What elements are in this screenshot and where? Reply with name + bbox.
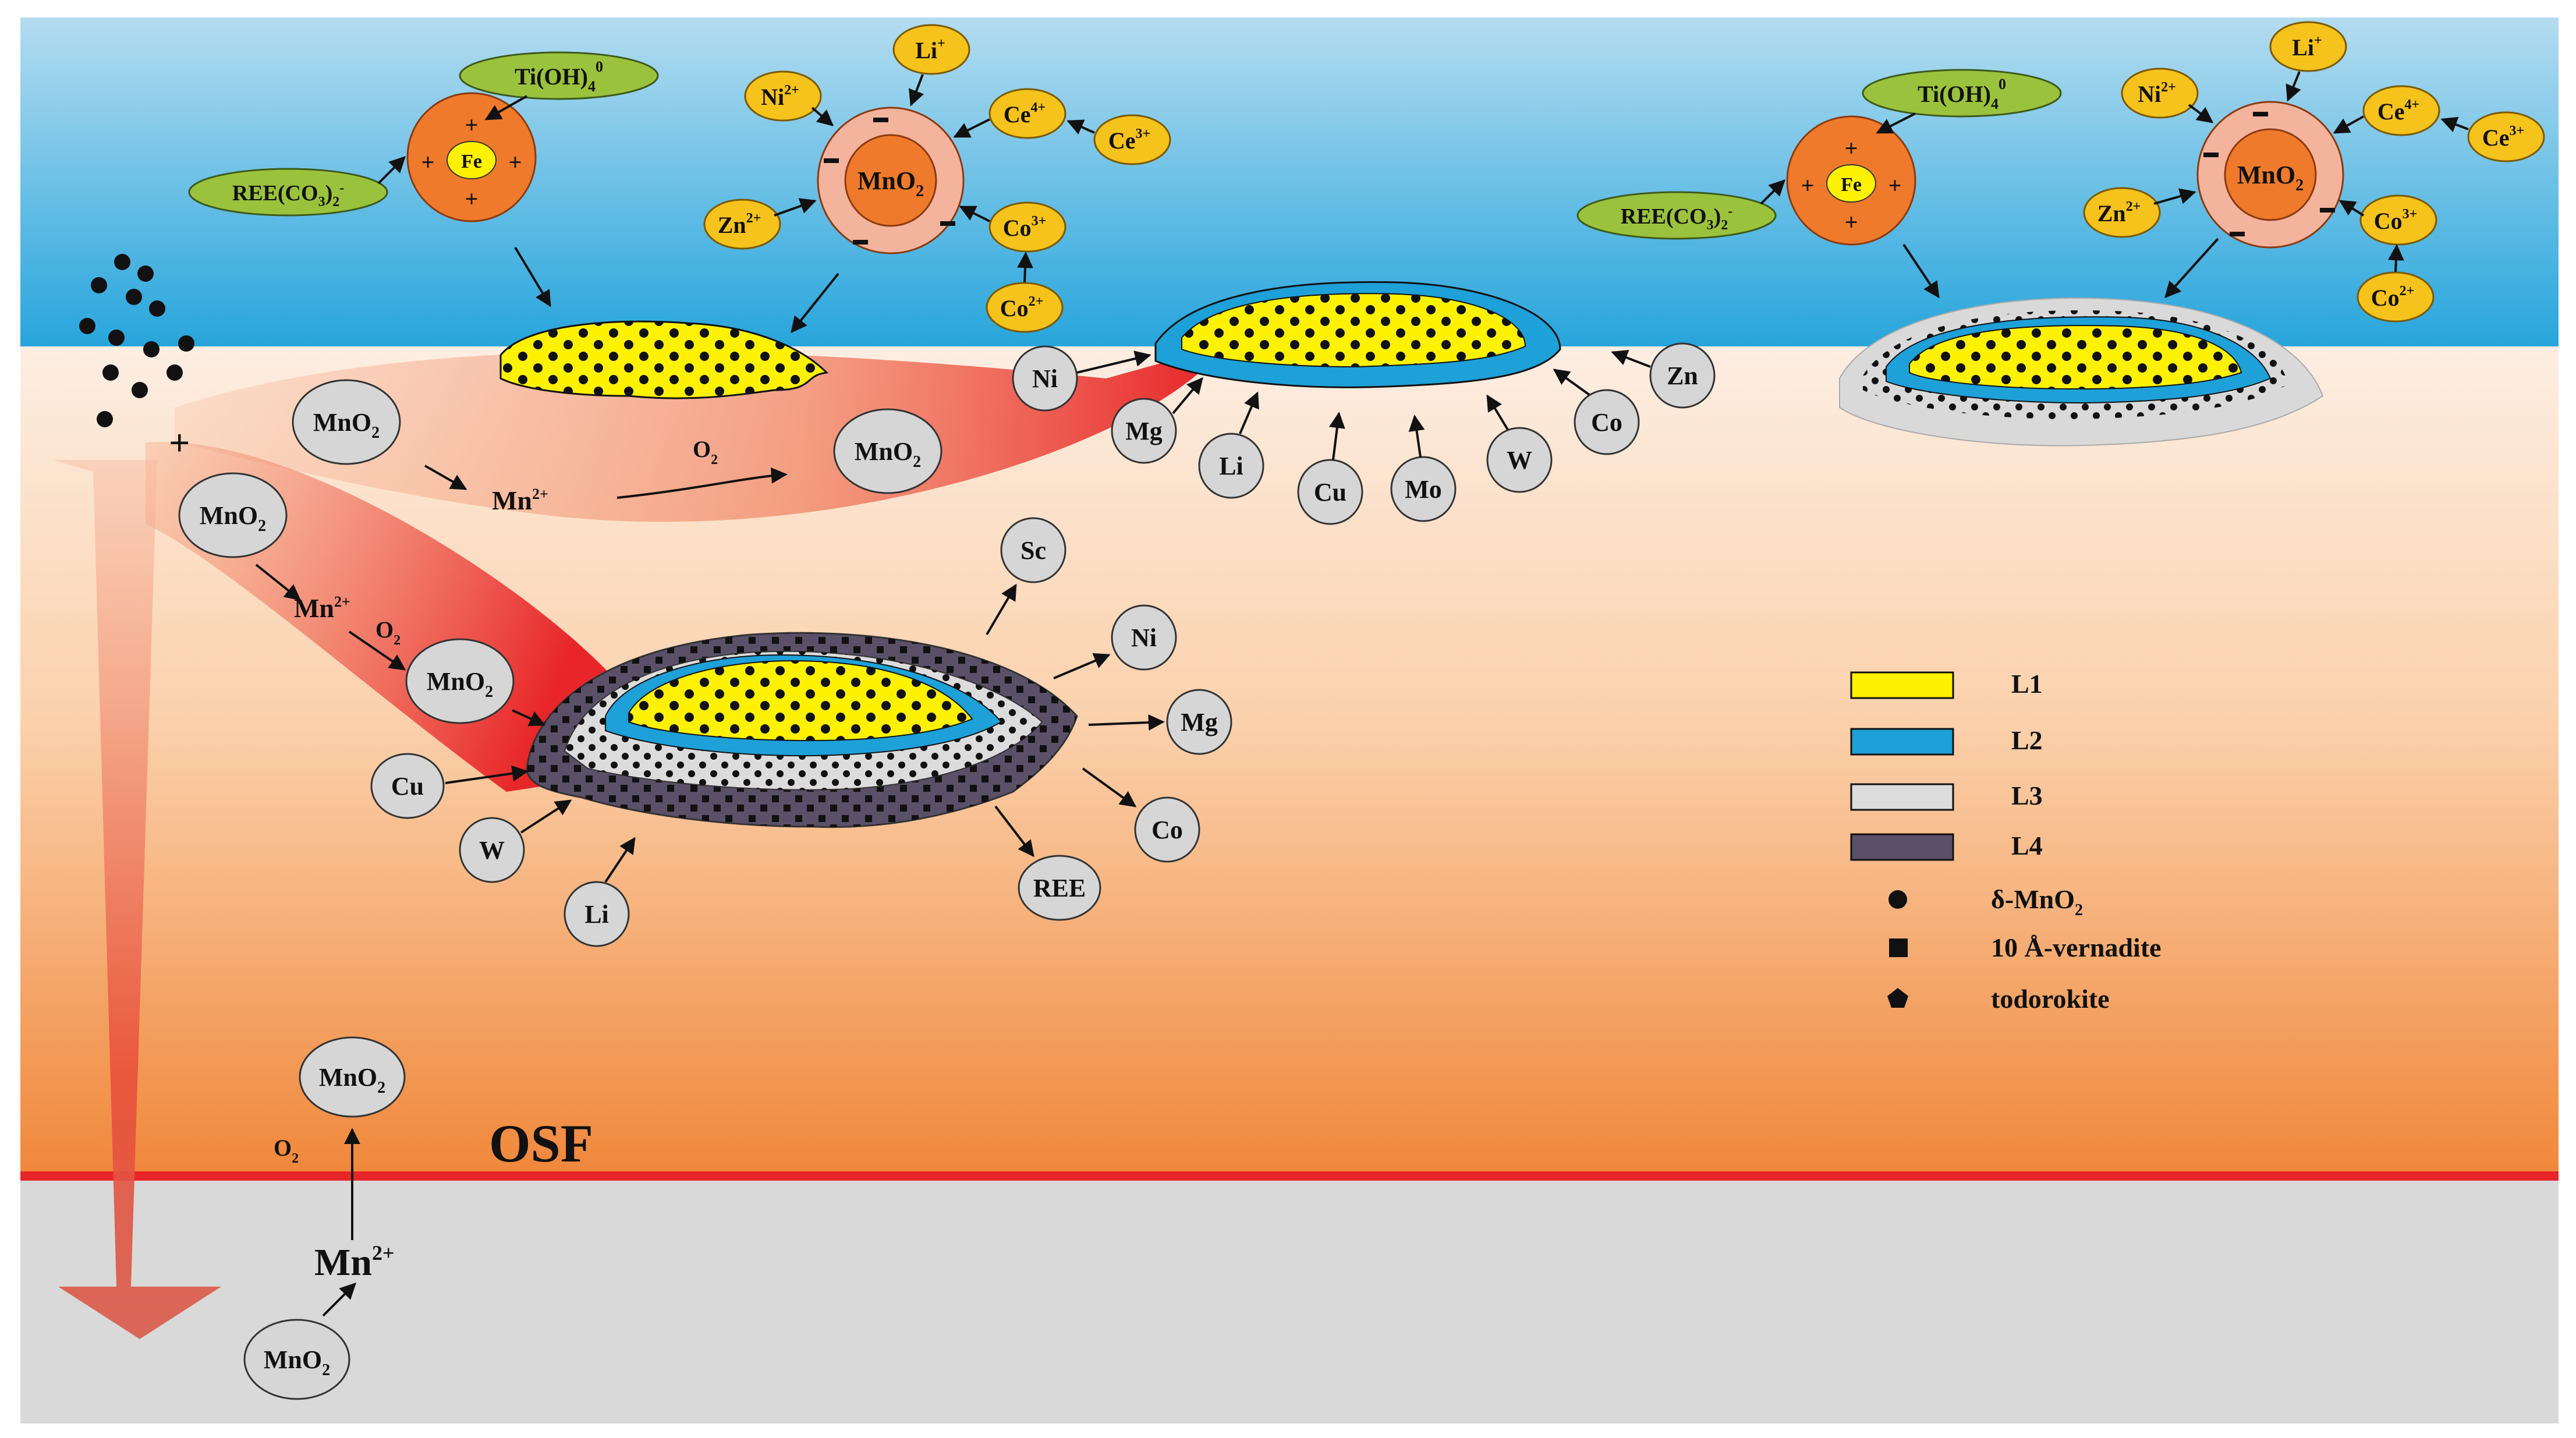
svg-text:Fe: Fe (461, 151, 482, 172)
svg-text:Ce3+: Ce3+ (2482, 123, 2524, 151)
svg-text:Co2+: Co2+ (1000, 294, 1044, 321)
svg-text:Zn2+: Zn2+ (2097, 199, 2141, 226)
svg-text:+: + (421, 149, 435, 175)
svg-text:Mn2+: Mn2+ (294, 593, 350, 623)
svg-text:Mn2+: Mn2+ (314, 1241, 395, 1284)
nodule-l1-l2-l3 (1839, 297, 2324, 447)
nodule-l1-l2 (1154, 281, 1561, 388)
svg-text:O2: O2 (274, 1135, 299, 1166)
svg-text:MnO2: MnO2 (858, 167, 924, 200)
svg-text:Ni: Ni (1131, 624, 1157, 652)
svg-text:MnO2: MnO2 (264, 1345, 330, 1379)
svg-text:W: W (1507, 446, 1532, 474)
svg-text:Co2+: Co2+ (2371, 284, 2415, 311)
particle-cluster (79, 254, 194, 427)
svg-text:Ce4+: Ce4+ (2377, 97, 2419, 125)
svg-text:Mo: Mo (1405, 475, 1442, 504)
svg-text:Ni: Ni (1032, 364, 1058, 393)
svg-text:Mg: Mg (1181, 708, 1218, 736)
svg-text:MnO2: MnO2 (319, 1063, 385, 1097)
mno2-complex-right: MnO2 Li+ Ni2+ Ce4+ Ce3+ Zn2+ Co3+ Co2+ (2083, 21, 2545, 323)
svg-text:Li+: Li+ (915, 36, 945, 63)
svg-text:MnO2: MnO2 (855, 437, 921, 471)
flow-arrow-down (52, 460, 221, 1339)
svg-text:L3: L3 (2011, 781, 2043, 810)
svg-text:+: + (1845, 135, 1858, 161)
svg-text:W: W (479, 836, 505, 865)
svg-text:Li+: Li+ (2292, 33, 2322, 61)
svg-text:Co3+: Co3+ (2374, 207, 2418, 234)
svg-text:Ce4+: Ce4+ (1004, 100, 1046, 127)
legend: L1 L2 L3 L4 δ-MnO2 10 Å-vernadite todoro… (1850, 669, 2162, 1014)
nodule-l1-l4 (526, 632, 1078, 828)
plus-sign: + (169, 422, 190, 463)
svg-text:+: + (1801, 172, 1815, 199)
svg-text:L4: L4 (2011, 831, 2043, 860)
flow-arrow-upper (175, 349, 1211, 522)
svg-text:+: + (465, 186, 479, 212)
grey-ions: MnO2 MnO2 MnO2 MnO2 MnO2 MnO2 Ni Mg Li C… (178, 342, 1716, 1400)
fe-complex-left: Ti(OH)40 REE(CO3)2- Fe + + + + (188, 51, 659, 222)
svg-text:+: + (1845, 209, 1858, 235)
svg-text:Zn: Zn (1667, 362, 1698, 390)
svg-text:+: + (1888, 172, 1902, 199)
svg-text:REE: REE (1033, 874, 1086, 902)
svg-text:Li: Li (1219, 452, 1243, 480)
fe-complex-right: Ti(OH)40 REE(CO3)2- Fe + + + + (1576, 69, 2062, 246)
svg-text:Ti(OH)40: Ti(OH)40 (1918, 76, 2006, 112)
svg-text:Ti(OH)40: Ti(OH)40 (515, 58, 603, 95)
svg-text:O2: O2 (693, 436, 718, 467)
svg-text:Fe: Fe (1841, 174, 1862, 196)
svg-text:Co: Co (1151, 816, 1183, 844)
svg-text:todorokite: todorokite (1991, 984, 2110, 1014)
svg-text:Ni2+: Ni2+ (761, 83, 799, 110)
svg-text:Sc: Sc (1021, 536, 1046, 565)
svg-text:MnO2: MnO2 (427, 667, 493, 701)
svg-text:Ce3+: Ce3+ (1108, 126, 1150, 154)
svg-text:+: + (465, 112, 479, 138)
svg-text:Co3+: Co3+ (1003, 214, 1047, 241)
svg-text:δ-MnO2: δ-MnO2 (1991, 884, 2083, 919)
svg-text:Mn2+: Mn2+ (492, 486, 548, 515)
svg-text:Cu: Cu (391, 772, 424, 801)
svg-text:Zn2+: Zn2+ (718, 211, 761, 238)
svg-text:Mg: Mg (1125, 417, 1163, 445)
svg-text:+: + (509, 149, 522, 175)
svg-text:MnO2: MnO2 (313, 408, 380, 442)
svg-text:REE(CO3)2-: REE(CO3)2- (232, 180, 344, 210)
svg-text:L1: L1 (2011, 669, 2043, 699)
svg-text:REE(CO3)2-: REE(CO3)2- (1621, 204, 1732, 233)
reaction-labels: Mn2+ O2 Mn2+ O2 O2 Mn2+ OSF (274, 436, 718, 1284)
svg-text:Cu: Cu (1314, 478, 1347, 507)
osf-label: OSF (489, 1114, 593, 1173)
mno2-complex-left: MnO2 Li+ Ni2+ Ce4+ Ce3+ Zn2+ Co3+ Co2+ (703, 24, 1171, 333)
svg-text:Ni2+: Ni2+ (2138, 80, 2176, 107)
deep-sediment-layer (20, 1179, 2559, 1423)
svg-text:Li: Li (584, 900, 609, 929)
svg-text:10 Å-vernadite: 10 Å-vernadite (1991, 933, 2162, 962)
reaction-arrows (255, 349, 1651, 1317)
svg-text:O2: O2 (375, 617, 401, 648)
osf-boundary-line (20, 1171, 2559, 1181)
svg-text:L2: L2 (2011, 725, 2043, 755)
svg-text:MnO2: MnO2 (200, 501, 266, 535)
svg-text:MnO2: MnO2 (2237, 161, 2304, 194)
svg-text:Co: Co (1591, 408, 1622, 437)
